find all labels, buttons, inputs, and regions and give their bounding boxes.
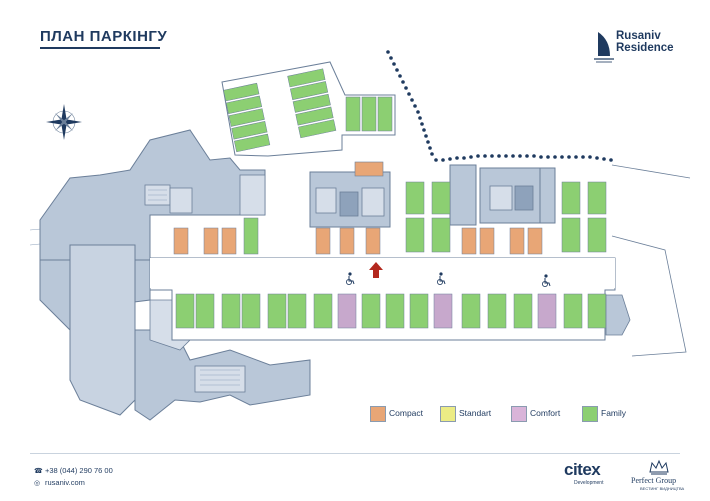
globe-icon: ◎ [34,480,41,487]
left-building [39,129,311,421]
legend-label-comfort: Comfort [530,408,561,418]
footer-divider [30,453,680,454]
citex-logo: citex [564,460,601,479]
legend-swatch-family [582,406,598,422]
page-title: ПЛАН ПАРКІНГУ [40,28,168,45]
phone-icon: ☎ [34,468,43,475]
legend-swatch-comfort [511,406,527,422]
right-corner-building [605,294,631,336]
central-core [309,161,556,228]
entrance-arrow-icon [369,262,383,278]
citex-sub: Development [574,480,604,486]
driveway [150,258,615,288]
bottom-row-spots [175,293,607,329]
legend-swatch-compact [370,406,386,422]
compass-icon [46,104,82,140]
phone-number: +38 (044) 290 76 00 [45,466,113,475]
title-underline [40,47,160,49]
logo-line-1: Rusaniv [616,30,661,42]
site-boundary [386,50,613,162]
legend-label-family: Family [601,408,627,418]
wheelchair-icon [345,272,355,285]
sail-logo-icon [594,32,614,63]
middle-spots [173,181,607,255]
website-contact[interactable]: ◎ rusaniv.com [34,478,85,487]
logo-text: Rusaniv Residence [616,30,674,54]
outer-boundary-line [611,164,691,357]
crown-icon [649,459,669,475]
legend-swatch-standart [440,406,456,422]
wheelchair-icon [542,274,551,287]
legend-label-compact: Compact [389,408,424,418]
legend-label-standart: Standart [459,408,492,418]
phone-contact[interactable]: ☎+38 (044) 290 76 00 [34,466,113,475]
website-link: rusaniv.com [45,478,85,487]
wheelchair-icon [436,272,446,285]
perfect-group-logo: Perfect Group [631,476,677,485]
logo-line-2: Residence [616,42,674,54]
perfect-group-sub: ВЕСТИНГ ВИДНИЦТВА [640,486,685,491]
top-left-spots [223,68,393,153]
